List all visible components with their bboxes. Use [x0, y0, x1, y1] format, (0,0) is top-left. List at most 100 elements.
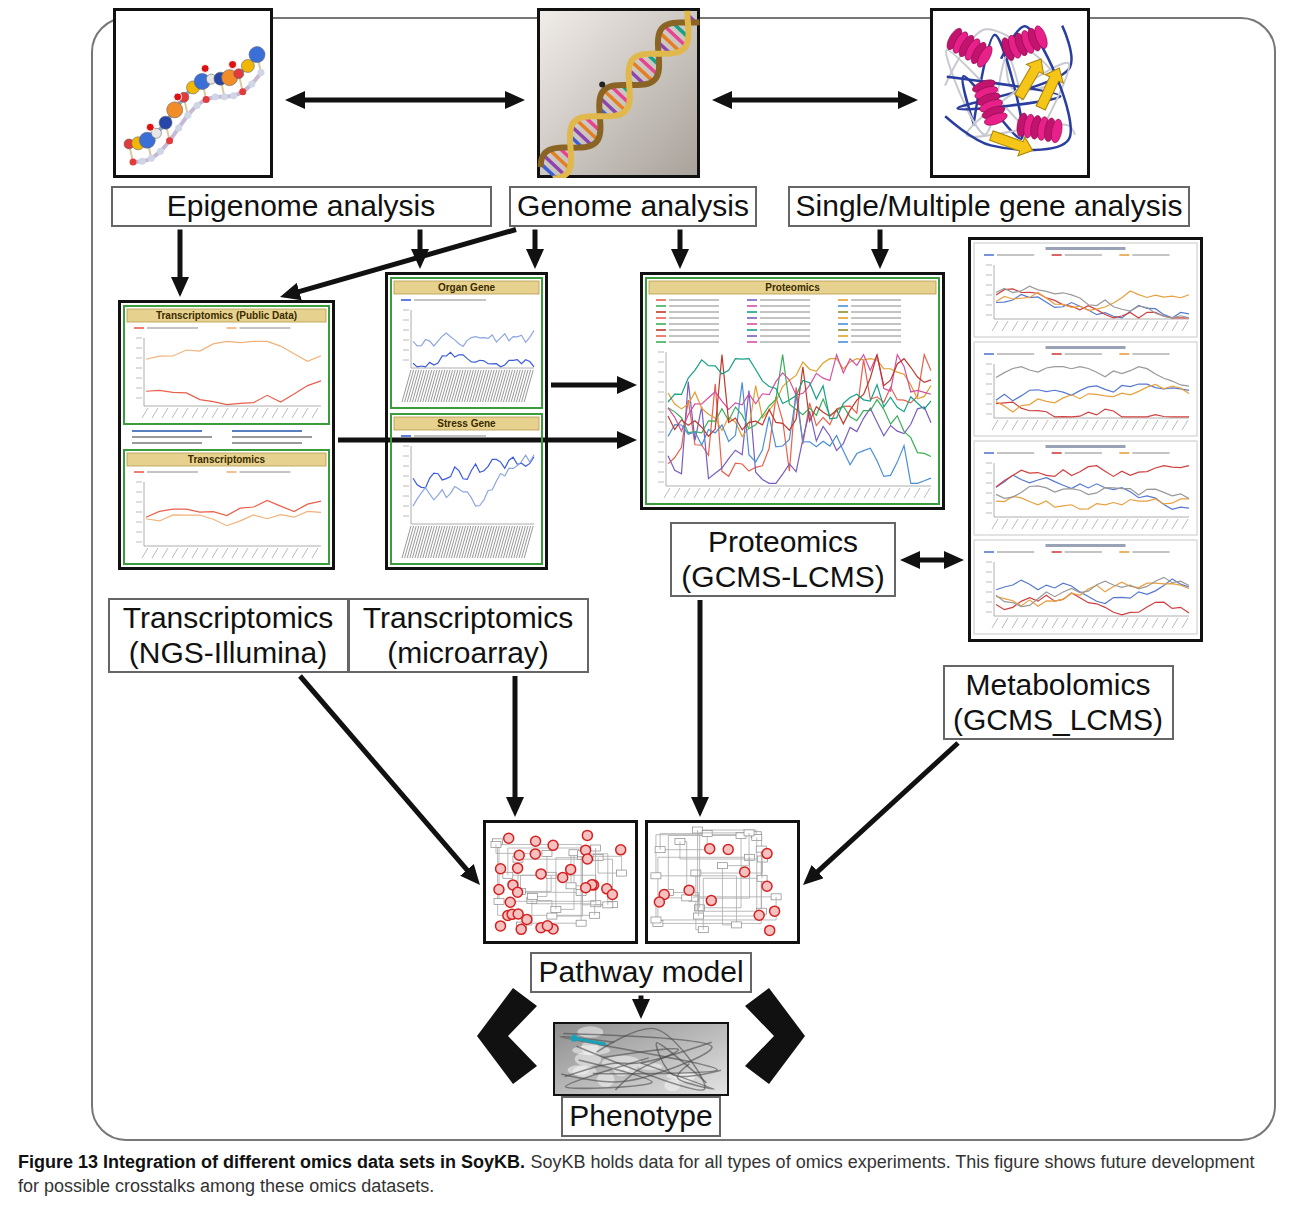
- drawing-part: [477, 526, 486, 558]
- drawing-part: [647, 822, 799, 943]
- drawing-part: [656, 299, 666, 301]
- drawing-part: [1012, 420, 1018, 430]
- drawing-part: [838, 335, 848, 337]
- drawing-part: [242, 408, 248, 418]
- drawing-part: [1082, 618, 1088, 628]
- drawing-part: [436, 370, 445, 402]
- panel-heading: Transcriptomics: [127, 453, 326, 466]
- drawing-part: [582, 854, 592, 864]
- drawing-part: [530, 849, 540, 859]
- drawing-part: [312, 408, 318, 418]
- drawing-part: [462, 526, 471, 558]
- drawing-part: [669, 311, 719, 312]
- drawing-part: [851, 329, 901, 330]
- drawing-part: [527, 893, 537, 899]
- drawing-part: [1050, 118, 1064, 143]
- drawing-part: [762, 881, 772, 891]
- drawing-part: [509, 526, 518, 558]
- drawing-part: [142, 548, 148, 558]
- figure-node: Transcriptomics (Public Data)Transcripto…: [108, 300, 349, 673]
- drawing-part: [838, 299, 848, 301]
- drawing-part: [760, 305, 810, 306]
- drawing-part: [680, 841, 762, 859]
- drawing-part: [838, 311, 848, 313]
- drawing-part: [1132, 321, 1138, 331]
- drawing-part: [1142, 321, 1148, 331]
- drawing-part: [604, 90, 626, 111]
- drawing-part: [704, 488, 710, 498]
- drawing-part: [607, 890, 617, 900]
- drawing-part: [1152, 321, 1158, 331]
- drawing-part: [467, 370, 476, 402]
- drawing-part: [136, 348, 142, 349]
- drawing-part: [464, 526, 473, 558]
- drawing-part: [722, 833, 749, 866]
- drawing-part: [754, 488, 760, 498]
- drawing-part: [506, 526, 515, 558]
- drawing-part: [986, 384, 992, 385]
- drawing-part: [1012, 618, 1018, 628]
- drawing-part: [656, 329, 666, 331]
- drawing-part: [302, 548, 308, 558]
- drawing-part: [996, 593, 1189, 615]
- drawing-part: [292, 548, 298, 558]
- drawing-part: [774, 488, 780, 498]
- flow-arrow: [878, 230, 883, 252]
- drawing-part: [146, 341, 321, 361]
- drawing-part: [454, 526, 463, 558]
- flow-arrow: [418, 230, 423, 252]
- figure-node: ProteomicsProteomics (GCMS-LCMS): [640, 272, 945, 597]
- drawing-part: [519, 526, 528, 558]
- drawing-part: [415, 526, 424, 558]
- drawing-part: [414, 299, 486, 300]
- drawing-part: [760, 311, 810, 312]
- drawing-part: [576, 120, 597, 140]
- drawing-part: [124, 450, 329, 564]
- caption-title: Figure 13 Integration of different omics…: [18, 1152, 525, 1172]
- drawing-part: [974, 44, 995, 70]
- drawing-part: [412, 526, 421, 558]
- drawing-part: [152, 548, 158, 558]
- cycle-chevron: [745, 988, 805, 1084]
- drawing-part: [148, 155, 155, 162]
- drawing-part: [480, 526, 489, 558]
- drawing-part: [493, 526, 502, 558]
- drawing-part: [554, 1023, 728, 1095]
- drawing-part: [714, 488, 720, 498]
- drawing-part: [996, 367, 1189, 387]
- drawing-part: [485, 526, 494, 558]
- drawing-part: [1142, 618, 1148, 628]
- node-label: Transcriptomics (NGS-Illumina): [116, 601, 341, 670]
- drawing-part: [459, 526, 468, 558]
- drawing-part: [794, 488, 800, 498]
- drawing-part: [134, 327, 144, 329]
- drawing-part: [203, 96, 210, 103]
- drawing-part: [1062, 618, 1068, 628]
- drawing-part: [498, 526, 507, 558]
- drawing-part: [146, 123, 154, 131]
- drawing-part: [1082, 519, 1088, 529]
- drawing-part: [764, 488, 770, 498]
- drawing-part: [660, 834, 707, 850]
- drawing-part: [996, 582, 1189, 606]
- drawing-part: [571, 886, 581, 923]
- drawing-part: [553, 11, 688, 178]
- drawing-part: [1132, 551, 1169, 552]
- drawing-part: [423, 370, 432, 402]
- drawing-part: [451, 526, 460, 558]
- drawing-part: [470, 370, 479, 402]
- drawing-part: [480, 370, 489, 402]
- drawing-part: [599, 82, 605, 88]
- drawing-part: [986, 295, 992, 296]
- drawing-part: [705, 844, 715, 854]
- drawing-part: [658, 482, 664, 483]
- drawing-part: [184, 112, 191, 119]
- drawing-part: [944, 26, 995, 69]
- illustration-panel: Transcriptomics (Public Data)Transcripto…: [118, 300, 335, 570]
- drawing-part: [136, 512, 142, 513]
- drawing-part: [1002, 420, 1008, 430]
- drawing-part: [1052, 420, 1058, 430]
- drawing-part: [1092, 321, 1098, 331]
- drawing-part: [660, 834, 707, 850]
- drawing-part: [996, 486, 1189, 499]
